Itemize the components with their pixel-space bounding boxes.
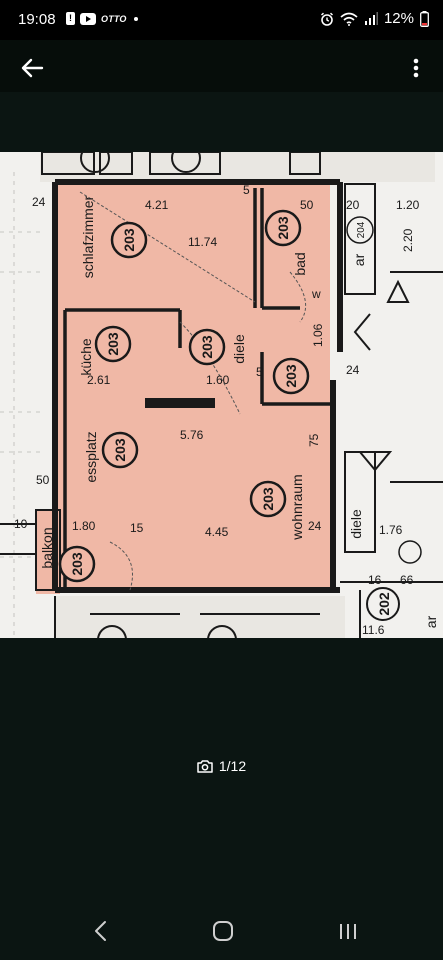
nav-recent-apps-icon[interactable] (336, 920, 360, 942)
room-name-ar: ar (351, 253, 367, 266)
status-time: 19:08 (18, 11, 56, 28)
battery-icon (420, 10, 429, 27)
dim-label: 1.06 (311, 323, 325, 347)
neighbor-unit-202: 202 (376, 592, 392, 616)
system-navigation-bar (0, 900, 443, 960)
alert-notification-icon: ! (66, 12, 75, 25)
dim-label: 20 (346, 198, 360, 212)
notification-icons: ! OTTO (66, 12, 138, 25)
system-status-icons: 12% (320, 10, 429, 27)
dim-label: 5 (243, 183, 250, 197)
app-bar (0, 40, 443, 92)
room-name-schlafzimmer: schlafzimmer (80, 195, 96, 278)
youtube-notification-icon (80, 12, 96, 25)
photo-counter-text: 1/12 (218, 758, 247, 774)
unit-number-label: 203 (121, 228, 137, 252)
side-label-ar: ar (423, 615, 439, 628)
unit-number-label: 203 (199, 335, 215, 359)
unit-number-label: 203 (105, 332, 121, 356)
floor-plan-image[interactable]: 203 203 203 203 203 203 203 203 204 202 … (0, 152, 443, 638)
unit-number-label: 203 (260, 487, 276, 511)
dim-label: 1.76 (379, 523, 403, 537)
signal-icon (364, 12, 378, 25)
dim-label: 50 (36, 473, 50, 487)
room-name-wohnraum: wohnraum (289, 474, 305, 540)
room-name-kuche: küche (78, 338, 94, 376)
dim-wohnraum-depth: 4.45 (205, 525, 229, 539)
camera-icon (197, 760, 213, 773)
nav-back-icon[interactable] (90, 918, 112, 944)
unit-number-label: 203 (112, 438, 128, 462)
dim-schlafzimmer-width: 4.21 (145, 198, 169, 212)
more-options-icon[interactable] (407, 54, 425, 82)
dim-label: 66 (400, 573, 414, 587)
nav-home-icon[interactable] (212, 920, 234, 942)
dim-label: 24 (346, 363, 360, 377)
dim-label: 75 (307, 433, 321, 447)
more-notifications-dot-icon (133, 16, 138, 21)
dim-label: 16 (368, 573, 382, 587)
unit-number-label: 203 (275, 216, 291, 240)
neighbor-unit-204: 204 (356, 221, 367, 238)
room-name-diele: diele (231, 334, 247, 364)
room-name-bad: bad (292, 252, 308, 275)
room-name-balkon: balkon (39, 527, 55, 568)
dim-label: 50 (300, 198, 314, 212)
dim-diele: 1.60 (206, 373, 230, 387)
dim-label: 24 (32, 195, 46, 209)
photo-counter: 1/12 (0, 758, 443, 774)
dim-label: 11.6 (362, 623, 385, 637)
side-label-diele: diele (348, 509, 364, 539)
status-bar: 19:08 ! OTTO 12% (0, 0, 443, 40)
otto-notification-icon: OTTO (101, 13, 127, 24)
dim-label: 10 (14, 517, 28, 531)
battery-percent: 12% (383, 10, 414, 27)
unit-number-label: 203 (283, 364, 299, 388)
room-name-essplatz: essplatz (83, 431, 99, 482)
dim-schlafzimmer-area: 11.74 (188, 235, 217, 249)
dim-label: 15 (130, 521, 144, 535)
back-arrow-icon[interactable] (18, 54, 46, 82)
dim-balkon: 1.80 (72, 519, 96, 533)
dim-label: 2.20 (401, 228, 415, 252)
alarm-icon (320, 12, 333, 26)
dim-label: 5 (256, 365, 263, 379)
dim-kuche: 2.61 (87, 373, 111, 387)
unit-number-label: 203 (69, 552, 85, 576)
wifi-icon (340, 12, 358, 26)
dim-wohnraum-width: 5.76 (180, 428, 204, 442)
dim-label: 1.20 (396, 198, 420, 212)
bad-w-label: w (311, 287, 321, 301)
dim-label: 24 (308, 519, 322, 533)
